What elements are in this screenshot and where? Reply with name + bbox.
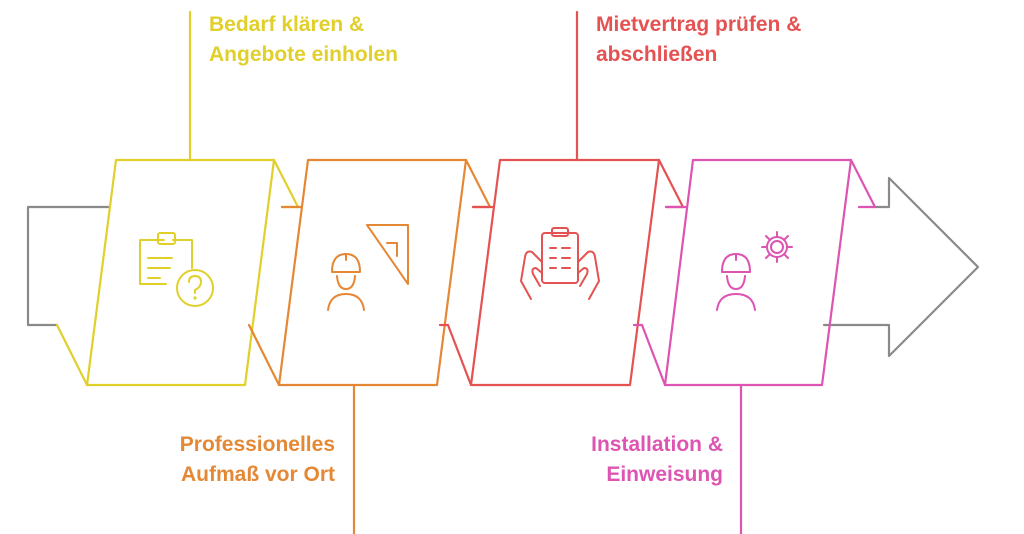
process-arrow [26, 176, 980, 358]
step-4-fold [849, 158, 877, 209]
worker-gear-icon [716, 231, 793, 311]
step-2-label: Professionelles Aufmaß vor Ort [180, 430, 335, 490]
hands-document-icon [520, 227, 600, 300]
arrow-upper-edge [26, 205, 111, 327]
step-2-fold [464, 158, 492, 209]
worker-ruler-icon [327, 224, 409, 311]
step-3-label-line-1: Mietvertrag prüfen & [596, 13, 802, 36]
step-2-label-line-2: Aufmaß vor Ort [180, 463, 335, 486]
step-2-band-bottom [247, 323, 281, 387]
step-1-label-line-1: Bedarf klären & [209, 13, 365, 36]
step-4-label-line-1: Installation & [591, 433, 723, 456]
step-4-card [663, 158, 853, 387]
arrow-head [822, 176, 980, 358]
step-1-fold [272, 158, 300, 209]
step-1-band-bottom [55, 323, 89, 387]
step-2-label-line-1: Professionelles [179, 433, 335, 456]
step-2-card [277, 158, 468, 387]
step-4-label: Installation & Einweisung [591, 430, 723, 490]
step-4-band-bottom [632, 323, 667, 387]
step-3-fold [657, 158, 685, 209]
step-4-panel [632, 158, 877, 534]
step-1-label-line-2: Angebote einholen [209, 43, 398, 66]
step-3-band-bottom [438, 323, 473, 387]
clipboard-question-icon [139, 232, 214, 307]
step-1-card [85, 158, 276, 387]
step-3-card [469, 158, 661, 387]
step-1-label: Bedarf klären & Angebote einholen [209, 10, 398, 70]
step-1-panel [55, 10, 300, 387]
step-4-label-line-2: Einweisung [606, 463, 723, 486]
step-3-label-line-2: abschließen [596, 43, 718, 66]
step-3-label: Mietvertrag prüfen & abschließen [596, 10, 801, 70]
